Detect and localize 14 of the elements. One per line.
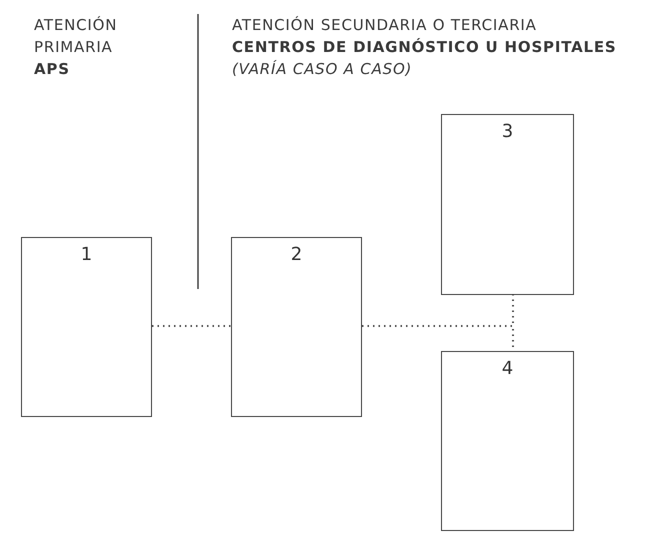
level-label: ATENCIÓN SECUNDARIA O TERCIARIA xyxy=(232,15,538,36)
process-box xyxy=(441,351,574,531)
level-label: CENTROS DE DIAGNÓSTICO U HOSPITALES xyxy=(232,37,618,58)
box-number: 3 xyxy=(502,121,514,143)
level-label: ATENCIÓN PRIMARIA xyxy=(34,15,118,58)
connector-line xyxy=(152,325,231,327)
box-number: 2 xyxy=(290,244,302,266)
process-box xyxy=(21,237,152,417)
level-label: APS xyxy=(34,59,71,80)
box-number: 1 xyxy=(80,244,92,266)
process-box xyxy=(231,237,362,417)
box-number: 4 xyxy=(502,358,514,380)
level-label: (VARÍA CASO A CASO) xyxy=(232,59,414,80)
process-box xyxy=(441,114,574,295)
